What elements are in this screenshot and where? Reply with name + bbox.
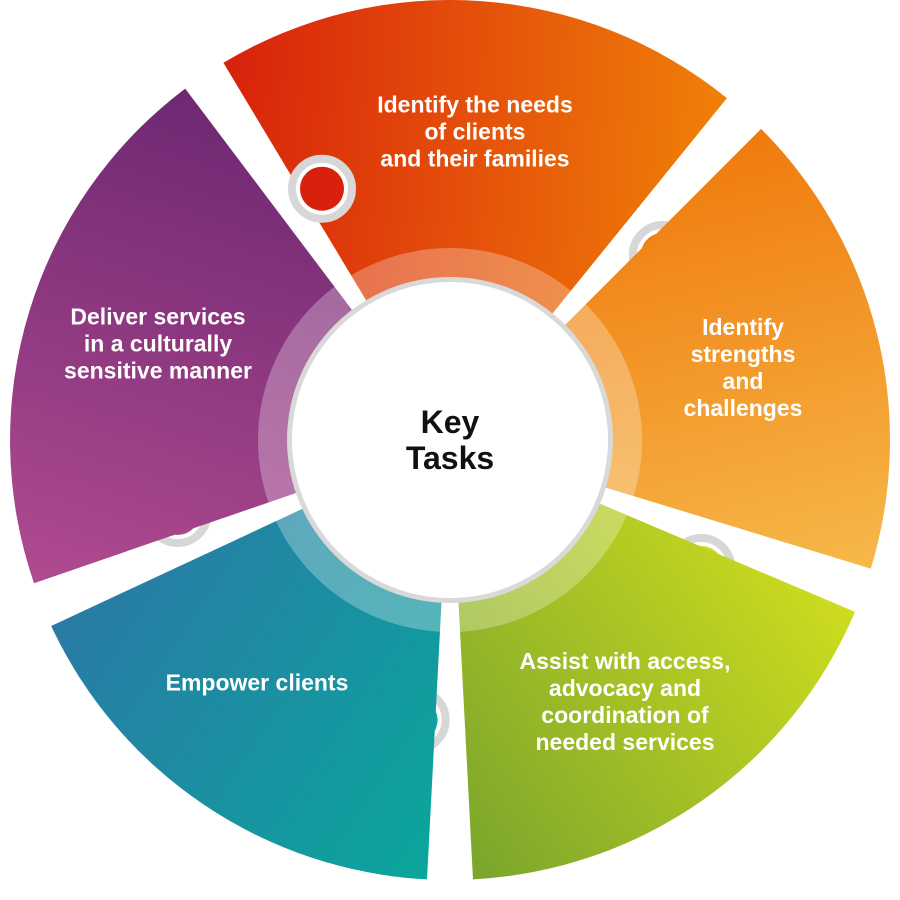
segment-label-deliver-services: Deliver services in a culturally sensiti… xyxy=(64,303,252,384)
center-title: Key Tasks xyxy=(405,404,495,476)
segment-label-assist-access: Assist with access, advocacy and coordin… xyxy=(519,648,731,755)
center-disc xyxy=(292,282,608,598)
segment-label-identify-strengths: Identify strengths and challenges xyxy=(683,314,803,421)
segment-label-identify-needs: Identify the needs of clients and their … xyxy=(377,91,573,172)
puzzle-knob xyxy=(300,166,344,211)
segment-label-empower-clients: Empower clients xyxy=(165,669,349,696)
segment-identify-needs xyxy=(223,0,727,440)
